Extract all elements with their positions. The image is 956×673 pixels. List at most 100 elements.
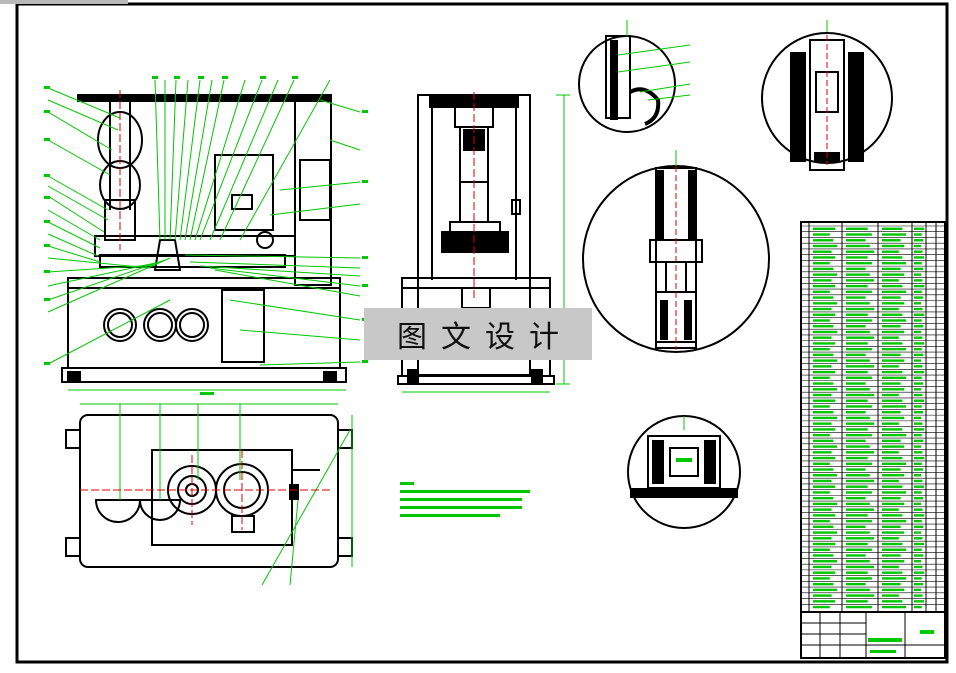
parts-list-cell <box>846 359 870 362</box>
parts-list-cell <box>914 514 924 517</box>
front-view-leaders <box>47 79 361 391</box>
parts-list-cell <box>846 468 866 471</box>
parts-list-cell <box>882 256 903 259</box>
parts-list-cell <box>846 577 872 580</box>
parts-list-cell <box>882 433 906 437</box>
parts-list-cell <box>813 594 832 597</box>
parts-list-cell <box>914 445 921 448</box>
parts-list-cell <box>882 411 901 414</box>
parts-list-cell <box>914 600 924 603</box>
parts-list-cell <box>914 468 924 471</box>
parts-list-cell <box>846 279 874 282</box>
parts-list-cell <box>914 319 922 322</box>
parts-list-cell <box>882 479 899 483</box>
parts-list-cell <box>882 525 901 529</box>
parts-list-cell <box>813 422 832 425</box>
parts-list-cell <box>813 428 836 431</box>
parts-list-cell <box>813 313 836 316</box>
parts-list-cell <box>813 244 837 248</box>
parts-list-cell <box>914 279 923 282</box>
parts-list-cell <box>813 496 834 500</box>
parts-list-cell <box>846 244 870 248</box>
parts-list-cell <box>846 382 866 385</box>
parts-list-cell <box>846 307 874 311</box>
parts-list-cell <box>914 594 923 597</box>
parts-list-cell <box>813 433 830 437</box>
parts-list-cell <box>846 560 870 563</box>
parts-list-cell <box>914 537 923 540</box>
parts-list-cell <box>914 531 921 534</box>
parts-list-cell <box>882 365 899 368</box>
parts-list-cell <box>914 267 924 271</box>
parts-list-cell <box>846 313 868 316</box>
parts-list-cell <box>914 428 924 431</box>
parts-list-cell <box>914 256 924 259</box>
parts-list-cell <box>813 279 832 282</box>
parts-list-cell <box>914 433 922 437</box>
parts-list-cell <box>846 531 870 534</box>
parts-list-cell <box>813 347 830 351</box>
parts-list-cell <box>846 336 874 339</box>
parts-list-cell <box>882 600 903 603</box>
parts-list-cell <box>846 330 870 334</box>
parts-list-cell <box>914 605 922 609</box>
parts-list-cell <box>813 399 836 402</box>
parts-list-cell <box>813 365 832 368</box>
parts-list-cell <box>914 474 921 477</box>
parts-list-cell <box>914 382 924 385</box>
parts-list-cell <box>846 582 866 586</box>
parts-list-cell <box>882 571 903 574</box>
parts-list-cell <box>813 508 832 511</box>
parts-list-cell <box>846 353 866 357</box>
parts-list-cell <box>914 588 921 592</box>
parts-list-cell <box>914 325 924 328</box>
parts-list-cell <box>846 261 872 265</box>
parts-list-cell <box>882 422 899 425</box>
parts-list-cell <box>882 605 906 609</box>
parts-list-cell <box>846 479 874 483</box>
parts-list-cell <box>882 560 905 563</box>
parts-list-cell <box>914 405 922 408</box>
parts-list-cell <box>882 439 901 443</box>
parts-list-cell <box>914 336 923 339</box>
parts-list-cell <box>846 491 872 494</box>
parts-list-cell <box>882 537 899 540</box>
parts-list-cell <box>882 359 905 362</box>
parts-list-cell <box>813 325 834 328</box>
parts-list-cell <box>882 577 906 580</box>
parts-list-cell <box>846 548 872 551</box>
parts-list-cell <box>813 319 830 322</box>
parts-list-cell <box>914 261 922 265</box>
parts-list-cell <box>813 577 830 580</box>
parts-list-cell <box>813 560 837 563</box>
parts-list-cell <box>882 542 903 546</box>
parts-list-cell <box>882 451 899 454</box>
top-view <box>65 414 353 568</box>
parts-list-cell <box>813 342 836 345</box>
parts-list-cell <box>914 577 922 580</box>
parts-list-cell <box>846 519 872 523</box>
parts-list-cell <box>813 261 830 265</box>
parts-list-cell <box>813 353 834 357</box>
parts-list-cell <box>846 600 868 603</box>
parts-list-cell <box>914 284 924 288</box>
parts-list-cell <box>882 336 899 339</box>
parts-list-cell <box>813 451 832 454</box>
parts-list-cell <box>882 347 906 351</box>
parts-list-cell <box>882 496 901 500</box>
parts-list-cell <box>813 388 837 391</box>
parts-list-cell <box>882 416 905 420</box>
parts-list-cell <box>846 542 868 546</box>
parts-list-cell <box>882 565 899 569</box>
parts-list-cell <box>846 571 868 574</box>
parts-list-cell <box>882 227 903 230</box>
detail-b <box>761 20 893 171</box>
parts-list-cell <box>914 353 924 357</box>
parts-list-cell <box>914 244 921 248</box>
parts-list-cell <box>882 531 905 534</box>
parts-list-cell <box>813 502 837 506</box>
parts-list-cell <box>846 496 866 500</box>
parts-list-cell <box>813 256 836 259</box>
parts-list-cell <box>846 227 868 230</box>
parts-list-cell <box>882 388 905 391</box>
